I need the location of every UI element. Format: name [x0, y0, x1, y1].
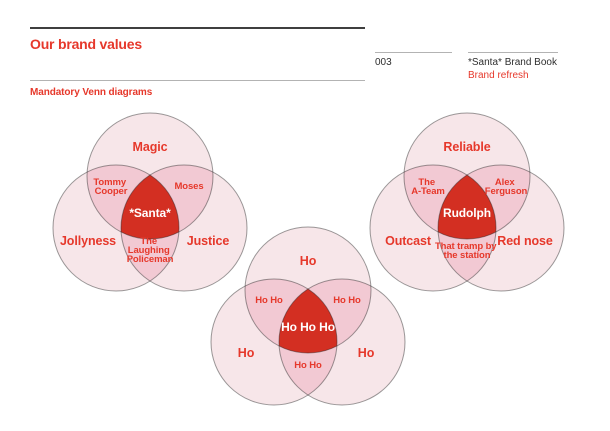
- venn-lower-overlaps: [121, 165, 179, 291]
- lens-label-top-left: The A-Team: [411, 177, 445, 197]
- lens-label-top-right: Ho Ho: [333, 295, 361, 306]
- lens-label-bottom: That tramp by the station: [435, 241, 499, 261]
- venn-center-region: [438, 165, 496, 239]
- meta-page-number: 003: [375, 57, 392, 68]
- circle-label-bottom-left: Outcast: [385, 234, 432, 248]
- venn-diagram-santa: Magic Jollyness Justice Tommy Cooper Mos…: [52, 112, 248, 292]
- page-title: Our brand values: [30, 36, 142, 52]
- venn-circle-outlines: [210, 226, 406, 406]
- meta-doc-title: *Santa* Brand Book: [468, 57, 557, 68]
- meta-doc-subtitle: Brand refresh: [468, 70, 529, 81]
- circle-label-bottom-right: Ho: [358, 346, 375, 360]
- venn-diagram-rudolph: Reliable Outcast Red nose The A-Team Ale…: [369, 112, 565, 292]
- title-bottom-rule: [30, 80, 365, 81]
- lens-label-top-right: Moses: [174, 181, 203, 192]
- lens-label-top-left: Tommy Cooper: [93, 177, 128, 197]
- venn-center-label: Ho Ho Ho: [281, 320, 335, 334]
- section-label: Mandatory Venn diagrams: [30, 87, 153, 98]
- circle-label-top: Reliable: [443, 140, 490, 154]
- circle-label-top: Magic: [133, 140, 168, 154]
- venn-circle-outlines: [369, 112, 565, 292]
- lens-label-top-right: Alex Ferguson: [485, 177, 528, 197]
- meta-page-number-rule: [375, 52, 452, 53]
- lens-label-bottom: Ho Ho: [294, 360, 322, 371]
- venn-center-region: [121, 165, 179, 239]
- title-top-rule: [30, 27, 365, 29]
- venn-lower-overlaps: [438, 165, 496, 291]
- venn-center-label: Rudolph: [443, 206, 491, 220]
- venn-center-region: [279, 279, 337, 353]
- circle-label-bottom-right: Justice: [187, 234, 230, 248]
- circle-label-bottom-left: Jollyness: [60, 234, 116, 248]
- circle-label-top: Ho: [300, 254, 317, 268]
- lens-label-top-left: Ho Ho: [255, 295, 283, 306]
- venn-diagram-ho: Ho Ho Ho Ho Ho Ho Ho Ho Ho Ho Ho Ho: [210, 226, 406, 406]
- circle-label-bottom-right: Red nose: [497, 234, 553, 248]
- circle-label-bottom-left: Ho: [238, 346, 255, 360]
- meta-doc-rule: [468, 52, 558, 53]
- venn-lower-overlaps: [279, 279, 337, 405]
- lens-label-bottom: The Laughing Policeman: [127, 236, 174, 265]
- venn-circle-outlines: [52, 112, 248, 292]
- venn-center-label: *Santa*: [129, 206, 171, 220]
